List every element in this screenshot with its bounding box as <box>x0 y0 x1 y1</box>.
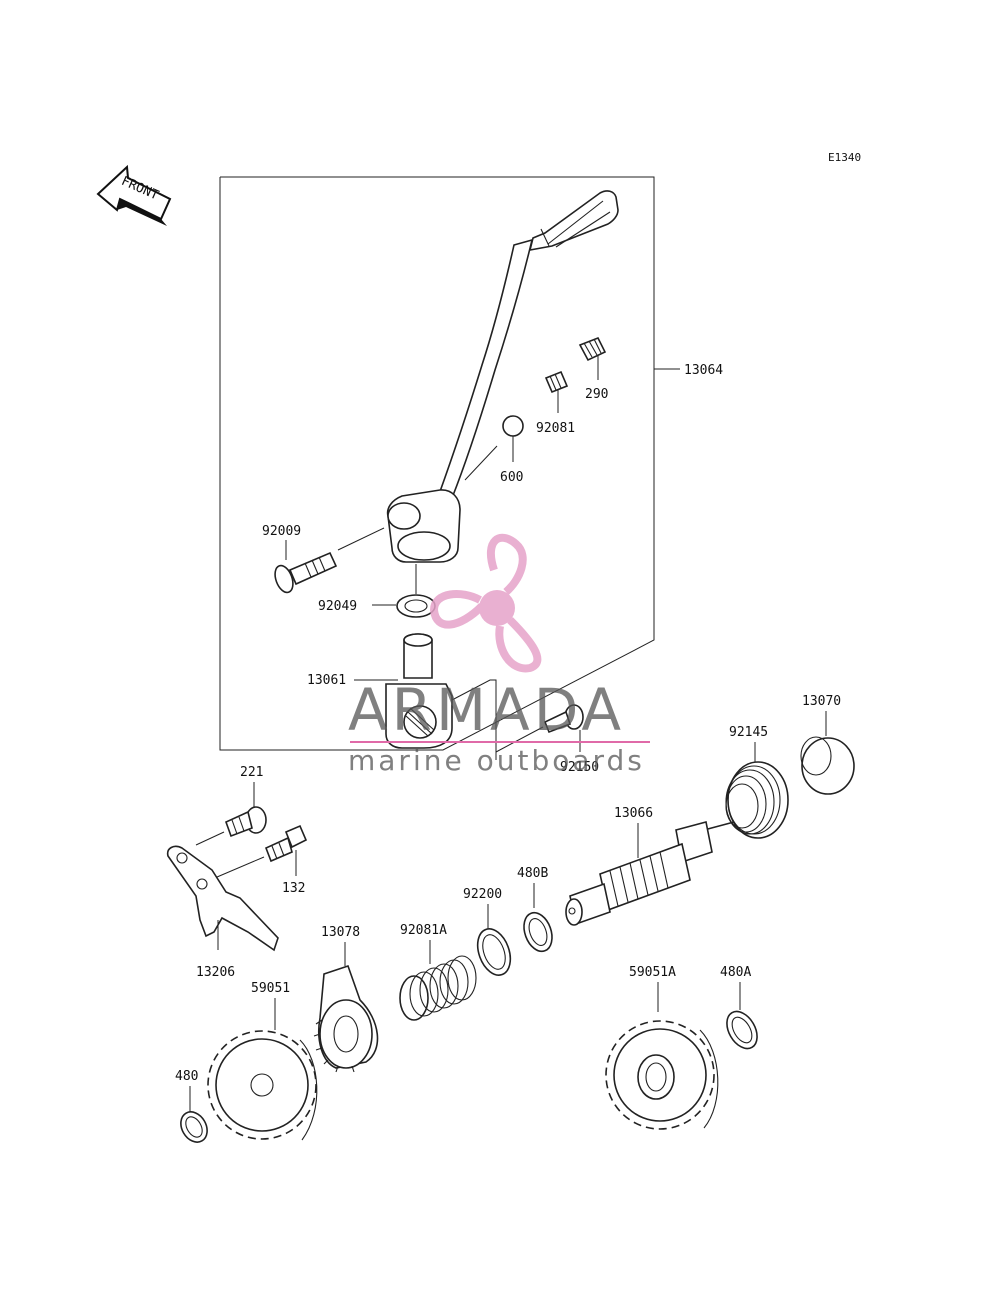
part-13066: 13066 <box>565 806 713 926</box>
front-arrow-icon: FRONT <box>96 164 172 226</box>
part-92145: 92145 <box>703 725 789 839</box>
armada-propeller-logo <box>429 533 542 673</box>
part-92081: 92081 <box>536 370 575 436</box>
diagram-code: E1340 <box>828 151 861 164</box>
watermark-tagline: marine outboards <box>348 744 645 777</box>
part-label-13070: 13070 <box>802 694 841 709</box>
part-13206: 13206 <box>166 845 279 980</box>
part-label-92049: 92049 <box>318 599 357 614</box>
part-600: 600 <box>464 415 524 485</box>
part-label-13061: 13061 <box>307 673 346 688</box>
part-label-92200: 92200 <box>463 887 502 902</box>
part-480B: 480B <box>517 866 553 953</box>
assembly-box-13064 <box>219 176 655 751</box>
part-label-92145: 92145 <box>729 725 768 740</box>
part-label-92081: 92081 <box>536 421 575 436</box>
part-label-13066: 13066 <box>614 806 653 821</box>
armada-watermark: ARMADA marine outboards <box>348 533 650 777</box>
part-13070: 13070 <box>800 694 855 795</box>
part-13061: 13061 <box>307 633 497 760</box>
part-label-480: 480 <box>175 1069 198 1084</box>
part-59051A: 59051A <box>605 965 719 1130</box>
part-label-92150: 92150 <box>560 760 599 775</box>
part-label-59051: 59051 <box>251 981 290 996</box>
part-label-221: 221 <box>240 765 263 780</box>
part-label-290: 290 <box>585 387 608 402</box>
part-label-13206: 13206 <box>196 965 235 980</box>
part-label-132: 132 <box>282 881 305 896</box>
part-480A: 480A <box>720 965 758 1050</box>
watermark-brand: ARMADA <box>348 676 625 744</box>
part-92200: 92200 <box>463 887 512 976</box>
part-480: 480 <box>175 1069 208 1143</box>
part-label-600: 600 <box>500 470 523 485</box>
kick-pedal-lever <box>386 190 619 563</box>
part-132: 132 <box>209 824 308 896</box>
part-label-92009: 92009 <box>262 524 301 539</box>
part-92009: 92009 <box>262 524 385 594</box>
part-label-13078: 13078 <box>321 925 360 940</box>
part-92081A: 92081A <box>399 923 477 1021</box>
part-label-480A: 480A <box>720 965 751 980</box>
part-label-92081A: 92081A <box>400 923 447 938</box>
part-92150: 92150 <box>495 704 599 775</box>
part-label-13064: 13064 <box>684 363 723 378</box>
part-label-59051A: 59051A <box>629 965 676 980</box>
part-59051: 59051 <box>207 981 318 1141</box>
part-221: 221 <box>195 765 267 846</box>
part-290: 290 <box>578 336 608 402</box>
part-92049: 92049 <box>318 564 436 618</box>
part-label-480B: 480B <box>517 866 548 881</box>
part-13078: 13078 <box>313 925 379 1073</box>
